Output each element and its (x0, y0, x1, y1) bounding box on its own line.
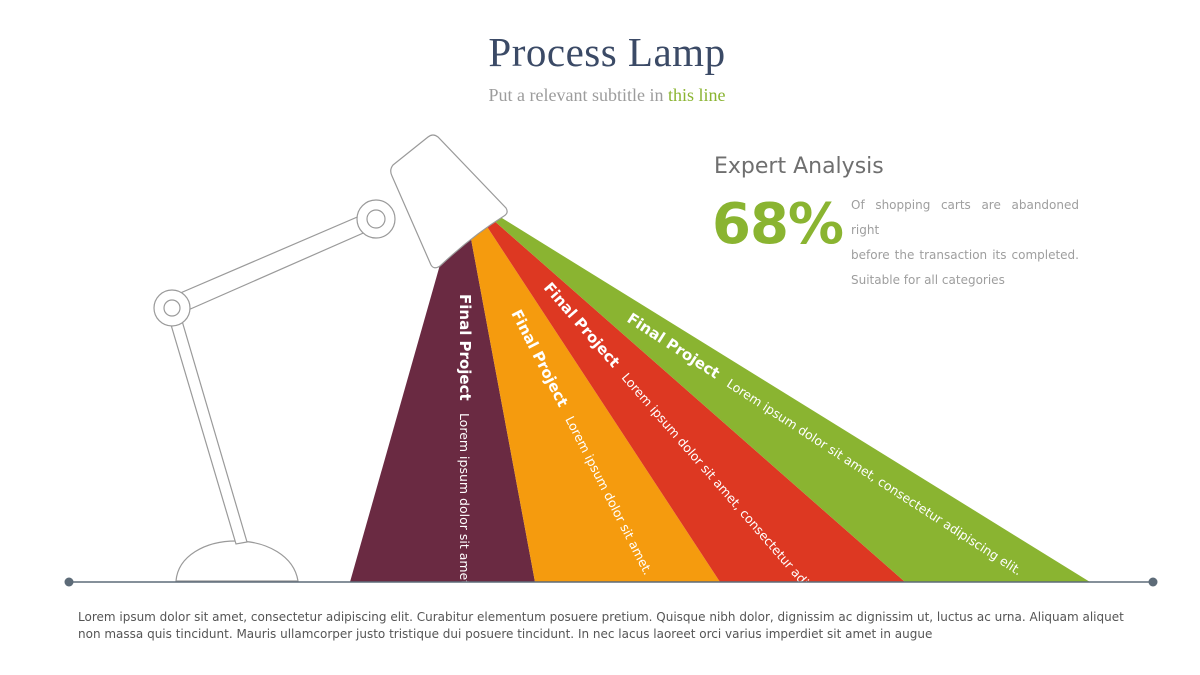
beam-1-text: Lorem ipsum dolor sit amet. (457, 413, 472, 589)
lamp-lower-arm (168, 313, 248, 545)
beam-1-heading: Final Project (456, 294, 474, 401)
ground-line-start-dot (64, 577, 74, 587)
expert-desc-line-3: Suitable for all categories (851, 273, 1005, 287)
ground-line-end-dot (1148, 577, 1158, 587)
expert-description: Of shopping carts are abandoned right be… (851, 193, 1079, 293)
beam-3 (484, 218, 905, 582)
lamp-elbow-joint-inner (163, 299, 181, 317)
lamp-head-joint-inner (366, 209, 386, 229)
lamp-shade (390, 134, 508, 269)
lamp-base (175, 540, 299, 582)
subtitle-highlight: this line (667, 85, 726, 105)
page-title: Process Lamp (488, 29, 726, 75)
subtitle-main: Put a relevant subtitle in (488, 85, 668, 105)
beam-1 (350, 228, 535, 582)
footer-paragraph: Lorem ipsum dolor sit amet, consectetur … (78, 610, 1124, 641)
lamp-upper-arm (170, 211, 378, 315)
beam-2 (469, 222, 720, 582)
beam-1-label: Final Project Lorem ipsum dolor sit amet… (456, 294, 474, 589)
expert-percent: 68% (712, 192, 844, 257)
beam-4 (491, 215, 1090, 582)
expert-desc-line-1: Of shopping carts are abandoned right (851, 198, 1079, 237)
expert-desc-line-2: before the transaction its completed. (851, 248, 1079, 262)
page-subtitle: Put a relevant subtitle in this line (0, 85, 1200, 106)
expert-analysis-title: Expert Analysis (714, 154, 884, 179)
lamp-icon (153, 134, 508, 582)
